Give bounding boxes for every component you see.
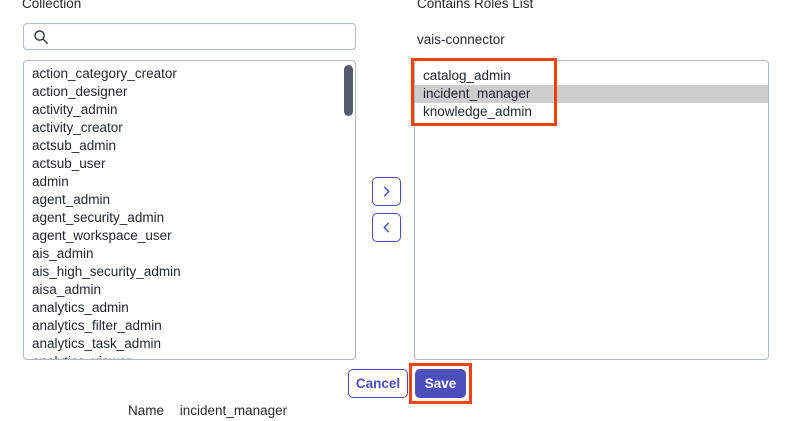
name-label: Name	[128, 403, 165, 418]
move-left-button[interactable]	[372, 213, 401, 242]
save-button[interactable]: Save	[415, 369, 466, 398]
chevron-right-icon	[379, 184, 394, 199]
collection-scrollbar[interactable]	[343, 62, 354, 358]
roles-option[interactable]: incident_manager	[415, 85, 768, 103]
collection-option[interactable]: agent_admin	[32, 192, 111, 207]
roles-option[interactable]: knowledge_admin	[423, 104, 532, 119]
collection-option[interactable]: ais_high_security_admin	[32, 264, 181, 279]
collection-option[interactable]: actsub_admin	[32, 138, 117, 153]
collection-option[interactable]: activity_creator	[32, 120, 123, 135]
collection-option[interactable]: activity_admin	[32, 102, 118, 117]
collection-option[interactable]: analytics_admin	[32, 300, 129, 315]
move-right-button[interactable]	[372, 177, 401, 206]
search-icon	[32, 28, 50, 46]
roles-option[interactable]: catalog_admin	[423, 68, 511, 83]
collection-option[interactable]: analytics_task_admin	[32, 336, 162, 351]
contains-roles-list-label: Contains Roles List	[417, 0, 534, 11]
collection-option[interactable]: action_category_creator	[32, 66, 177, 81]
collection-option[interactable]: aisa_admin	[32, 282, 102, 297]
chevron-left-icon	[379, 220, 394, 235]
collection-option[interactable]: agent_security_admin	[32, 210, 165, 225]
collection-option[interactable]: action_designer	[32, 84, 128, 99]
collection-search[interactable]	[23, 23, 356, 50]
scrollbar-thumb[interactable]	[344, 64, 353, 116]
collection-label: Collection	[22, 0, 82, 11]
name-row: Name incident_manager	[128, 403, 287, 419]
cancel-button[interactable]: Cancel	[348, 369, 408, 398]
search-input[interactable]	[50, 24, 355, 49]
collection-option[interactable]: ais_admin	[32, 246, 94, 261]
collection-option[interactable]: agent_workspace_user	[32, 228, 172, 243]
collection-option[interactable]: actsub_user	[32, 156, 106, 171]
collection-option[interactable]: analytics_filter_admin	[32, 318, 162, 333]
collection-option[interactable]: admin	[32, 174, 69, 189]
collection-option[interactable]: analytics_viewer	[24, 353, 355, 359]
name-value: incident_manager	[179, 403, 288, 418]
contains-roles-list-value: vais-connector	[417, 32, 505, 47]
